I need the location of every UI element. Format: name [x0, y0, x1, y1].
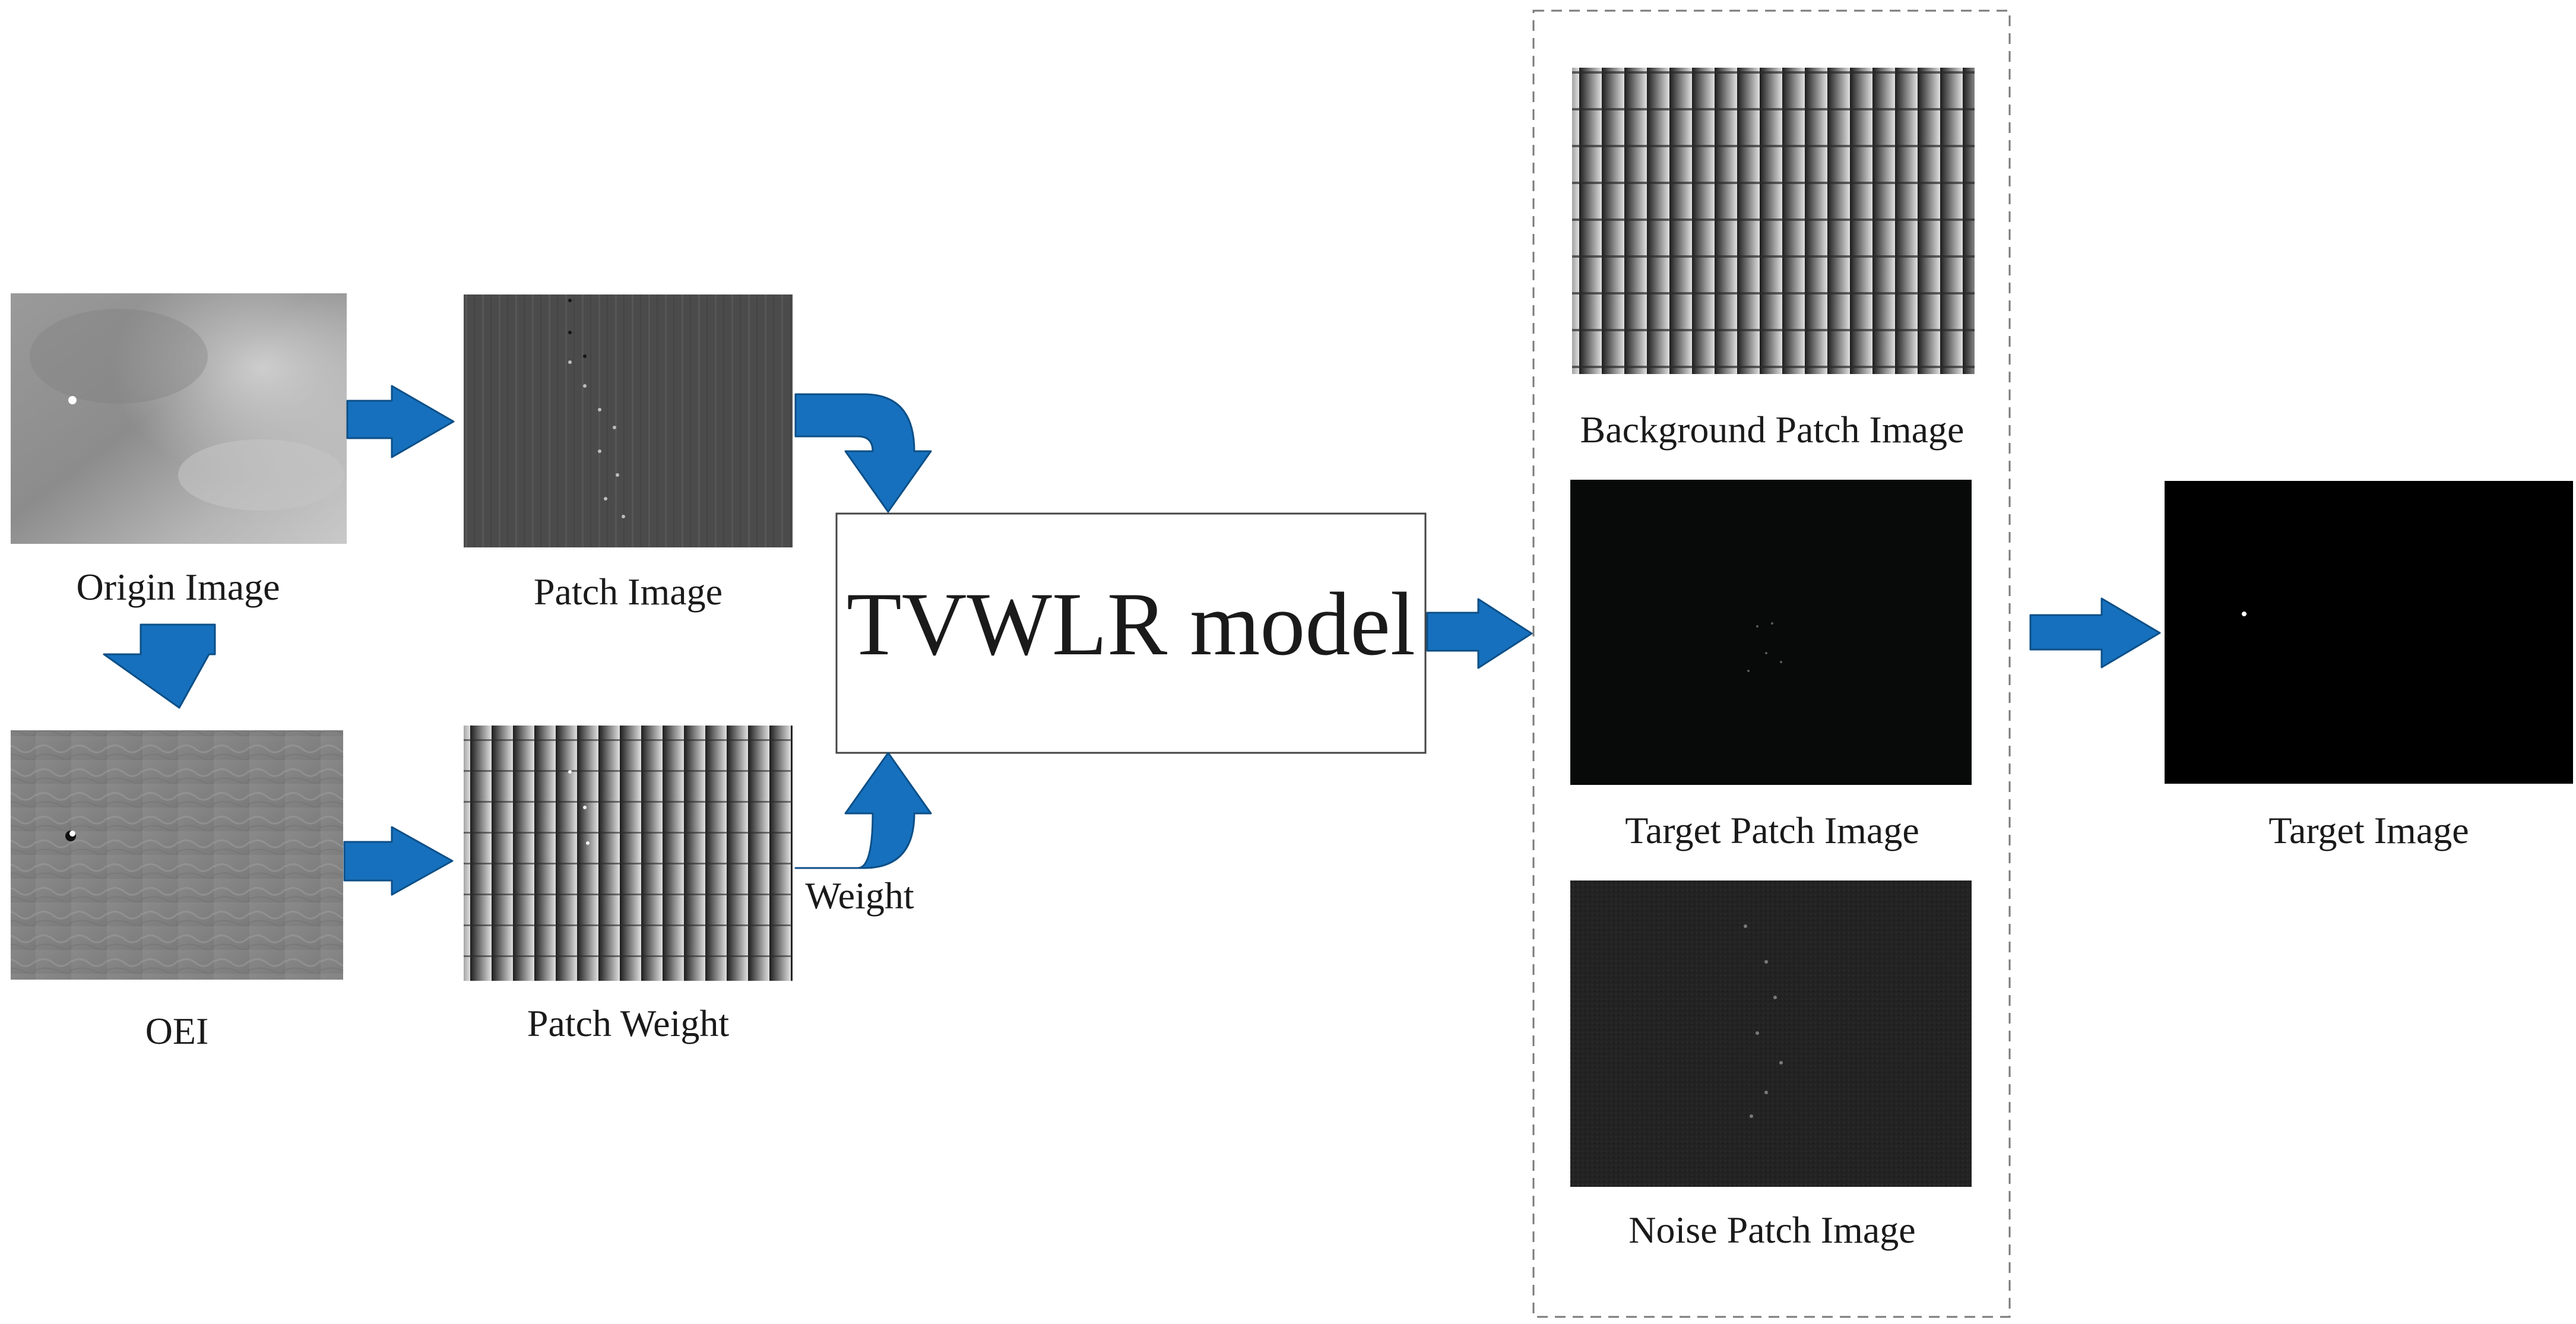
origin-image-thumbnail: [11, 293, 347, 544]
noise-patch-image-thumbnail: [1570, 880, 1972, 1187]
origin-image-label: Origin Image: [77, 566, 280, 608]
patch-weight-thumbnail: [464, 726, 793, 981]
background-patch-image-thumbnail: [1572, 68, 1975, 374]
target-patch-image-thumbnail: [1570, 480, 1972, 785]
arrow-right-icon: [1426, 598, 1533, 669]
arrow-right-icon: [346, 385, 455, 458]
patch-image-label: Patch Image: [534, 571, 723, 613]
patch-image-thumbnail: [464, 294, 793, 547]
target-patch-image-label: Target Patch Image: [1625, 809, 1919, 851]
arrow-down-icon: [103, 623, 216, 709]
oei-label: OEI: [145, 1010, 209, 1052]
background-patch-image-label: Background Patch Image: [1580, 408, 1965, 451]
weight-label: Weight: [805, 875, 914, 917]
tvwlr-model-box: TVWLR model: [835, 512, 1427, 754]
target-dot: [2242, 612, 2247, 616]
decomposition-output-box: [1532, 9, 2011, 1318]
noise-patch-image-label: Noise Patch Image: [1628, 1209, 1915, 1251]
target-image-label: Target Image: [2268, 809, 2469, 851]
arrow-right-icon: [2029, 597, 2161, 669]
curved-arrow-up-icon: [794, 752, 932, 869]
target-image-thumbnail: [2165, 481, 2573, 784]
target-dot: [68, 396, 77, 404]
oei-thumbnail: [11, 730, 343, 980]
curved-arrow-down-icon: [794, 393, 932, 513]
patch-weight-label: Patch Weight: [527, 1002, 730, 1044]
arrow-right-icon: [343, 826, 454, 896]
model-label: TVWLR model: [847, 574, 1415, 674]
